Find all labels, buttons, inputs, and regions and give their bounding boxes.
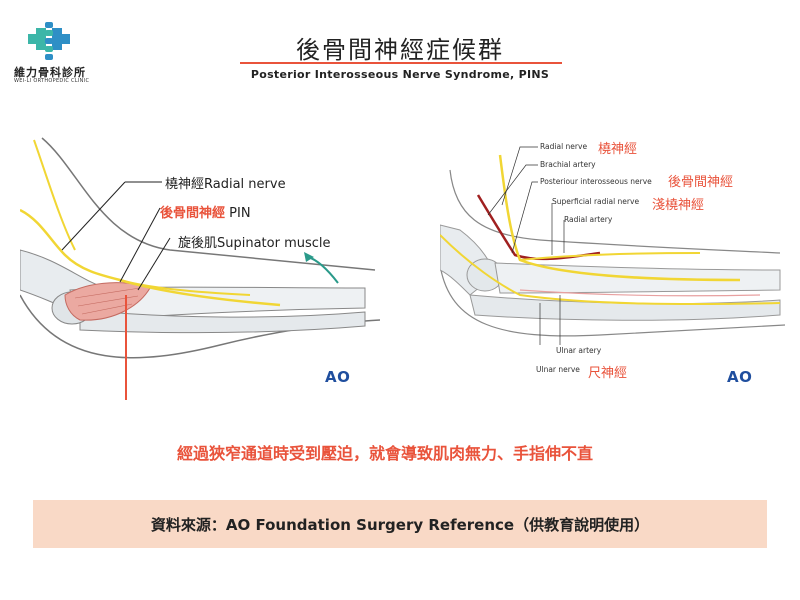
label-radial-nerve-zh: 橈神經 [598,142,638,157]
label-pin: 後骨間神經 PIN [160,202,251,221]
clinic-name-en: WEI-LI ORTHOPEDIC CLINIC [14,78,90,84]
source-text: 資料來源：AO Foundation Surgery Reference（供教育… [150,516,650,534]
curved-arrow-icon [304,252,339,284]
label-radial-nerve: 橈神經Radial nerve [165,177,286,192]
label-radial-nerve-en: Radial nerve [540,142,588,151]
clinic-name: 維力骨科診所 [14,66,86,79]
label-ulnar-nerve-zh: 尺神經 [588,366,628,381]
spine-cross-icon [28,22,70,60]
label-superficial-radial-nerve-zh: 淺橈神經 [652,198,705,213]
label-ulnar-nerve-en: Ulnar nerve [536,365,580,374]
source-banner [33,500,767,548]
title-divider [240,62,562,64]
label-superficial-radial-nerve: Superficial radial nerve [552,197,640,206]
clinic-logo [28,22,70,60]
label-supinator: 旋後肌Supinator muscle [178,236,331,251]
left-elbow-illustration [20,137,380,400]
label-radial-artery: Radial artery [564,215,613,224]
label-pin-zh: 後骨間神經 [160,206,226,221]
label-pin-en: PIN [225,206,251,221]
ao-watermark-left: AO [325,368,351,386]
right-elbow-illustration [440,146,785,345]
label-ulnar-artery: Ulnar artery [556,346,602,355]
label-brachial-artery: Brachial artery [540,160,596,169]
compression-note: 經過狹窄通道時受到壓迫，就會導致肌肉無力、手指伸不直 [177,444,594,463]
label-pin-en-right: Posteriour interosseous nerve [540,177,652,186]
label-pin-zh-right: 後骨間神經 [668,175,734,190]
page-title: 後骨間神經症候群 [296,36,504,64]
page-subtitle: Posterior Interosseous Nerve Syndrome, P… [250,68,550,81]
ao-watermark-right: AO [727,368,753,386]
